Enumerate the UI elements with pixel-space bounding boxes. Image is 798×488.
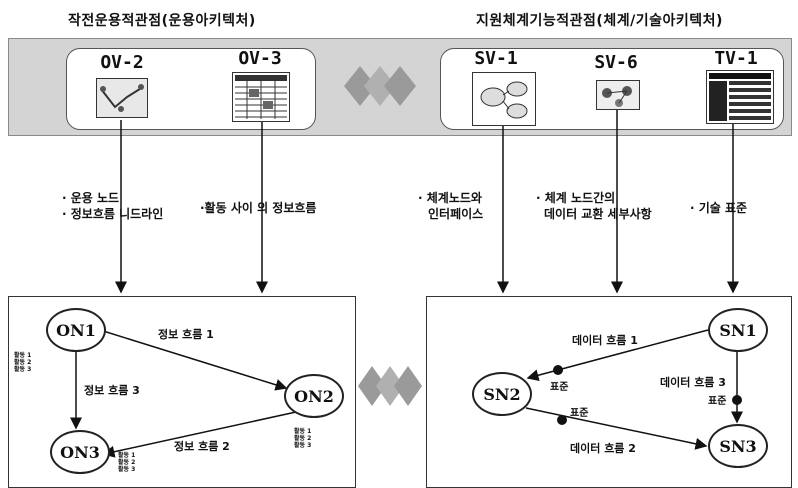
activity-item: 활동 1 <box>118 452 136 459</box>
flow1-label: 정보 흐름 1 <box>158 328 214 341</box>
sv6-description: · 체계 노드간의 데이터 교환 세부사항 <box>536 190 652 222</box>
standard-label-1: 표준 <box>550 382 569 393</box>
ov2-thumbnail-graphic <box>97 79 147 117</box>
operational-node-on3: ON3 <box>50 430 110 474</box>
activity-item: 활동 2 <box>294 435 312 442</box>
flow3-label: 정보 흐름 3 <box>84 384 140 397</box>
operational-node-on1: ON1 <box>46 308 106 352</box>
tv1-label: TV-1 <box>714 48 758 69</box>
system-node-sn2: SN2 <box>472 372 532 416</box>
ov3-label: OV-3 <box>238 48 282 69</box>
activity-item: 활동 2 <box>118 459 136 466</box>
sv6-description-line1: · 체계 노드간의 <box>536 191 616 205</box>
ov2-label: OV-2 <box>100 52 144 73</box>
tv1-thumbnail <box>706 70 774 124</box>
flow2-label: 정보 흐름 2 <box>174 440 230 453</box>
sv1-thumbnail-graphic <box>473 73 535 125</box>
on1-activity-list: 활동 1 활동 2 활동 3 <box>14 352 31 373</box>
bottom-exchange-arrows-icon <box>358 366 422 406</box>
tv1-description-line1: · 기술 표준 <box>690 201 748 215</box>
on2-activity-list: 활동 1 활동 2 활동 3 <box>294 428 311 449</box>
ov3-thumbnail-graphic <box>233 73 289 121</box>
activity-item: 활동 3 <box>294 442 312 449</box>
standard-label-3: 표준 <box>708 396 727 407</box>
ov3-description: ·활동 사이 의 정보흐름 <box>200 200 316 216</box>
system-view-title: 지원체계기능적관점(체계/기술아키텍처) <box>476 13 723 29</box>
ov2-description: · 운용 노드 · 정보흐름 니드라인 <box>62 190 163 222</box>
activity-item: 활동 3 <box>118 466 136 473</box>
standard-label-2: 표준 <box>570 408 589 419</box>
system-node-sn1: SN1 <box>708 308 768 352</box>
sv6-label: SV-6 <box>594 52 638 73</box>
data-flow2-label: 데이터 흐름 2 <box>570 442 636 455</box>
sv6-thumbnail <box>596 80 640 110</box>
sv1-description-line1: · 체계노드와 <box>418 191 482 205</box>
ov3-thumbnail <box>232 72 290 122</box>
sv1-thumbnail <box>472 72 536 126</box>
sv1-description-line2: 인터페이스 <box>428 207 484 221</box>
tv1-thumbnail-graphic <box>707 71 773 123</box>
data-flow1-label: 데이터 흐름 1 <box>572 334 638 347</box>
ov2-thumbnail <box>96 78 148 118</box>
operational-node-on2: ON2 <box>284 374 344 418</box>
ov3-description-line1: ·활동 사이 의 정보흐름 <box>200 201 317 215</box>
on3-activity-list: 활동 1 활동 2 활동 3 <box>118 452 135 473</box>
ov2-description-line2: · 정보흐름 니드라인 <box>62 207 164 221</box>
ov2-description-line1: · 운용 노드 <box>62 191 120 205</box>
sv6-description-line2: 데이터 교환 세부사항 <box>544 207 652 221</box>
activity-item: 활동 1 <box>14 352 32 359</box>
operational-view-title: 작전운용적관점(운용아키텍처) <box>68 13 256 29</box>
system-node-sn3: SN3 <box>708 424 768 468</box>
sv6-thumbnail-graphic <box>597 81 639 109</box>
sv1-description: · 체계노드와 인터페이스 <box>418 190 483 222</box>
activity-item: 활동 2 <box>14 359 32 366</box>
data-flow3-label: 데이터 흐름 3 <box>660 376 726 389</box>
tv1-description: · 기술 표준 <box>690 200 747 216</box>
activity-item: 활동 1 <box>294 428 312 435</box>
sv1-label: SV-1 <box>474 48 518 69</box>
activity-item: 활동 3 <box>14 366 32 373</box>
